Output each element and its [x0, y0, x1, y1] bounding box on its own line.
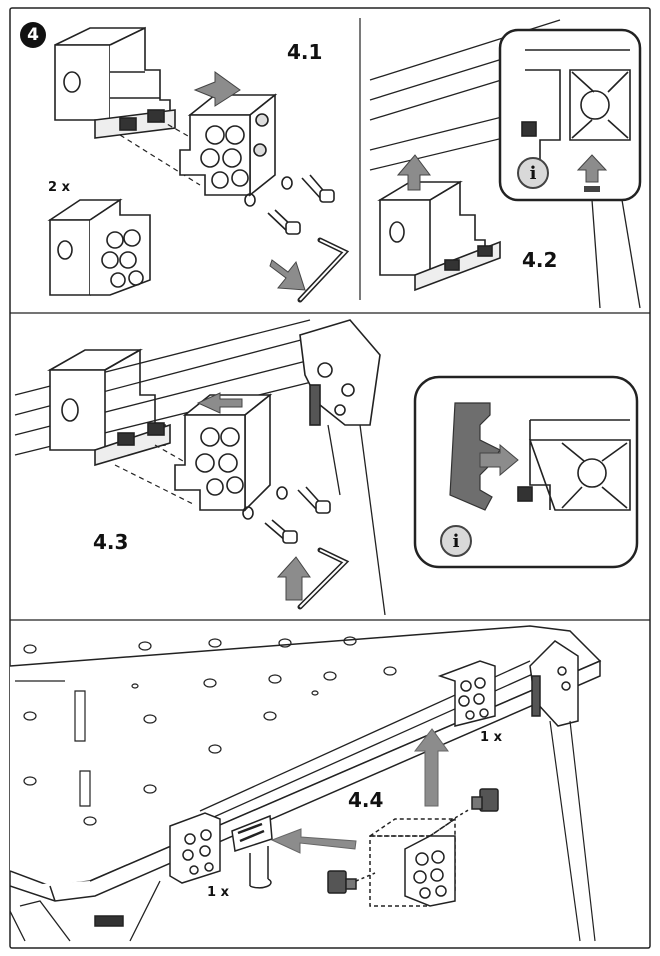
- arrow-4-2-detail: [576, 154, 608, 183]
- plug-right: [471, 788, 499, 812]
- info-icon-4-2: i: [517, 157, 549, 189]
- label-4-1: 4.1: [287, 40, 323, 64]
- step-number-badge: 4: [20, 22, 46, 48]
- qty-2x-label: 2 x: [48, 180, 70, 195]
- rail-profile-4-2: [377, 180, 501, 292]
- label-4-4: 4.4: [348, 788, 384, 812]
- qty-1x-top-label: 1 x: [480, 730, 502, 745]
- qty-1x-bottom-label: 1 x: [207, 885, 229, 900]
- arrow-4-4-left: [270, 828, 357, 854]
- panel-4-3-drawing: [14, 319, 639, 615]
- mounted-block-top: [437, 660, 496, 727]
- table-leg-right: [529, 640, 596, 942]
- table-holes: [15, 636, 397, 826]
- rail-profile: [54, 26, 176, 139]
- brand-plate: [94, 915, 124, 927]
- panel-4-4-drawing: [10, 625, 602, 942]
- panel-4-2-drawing: [369, 19, 642, 309]
- leg-hinge-4-3: [299, 319, 386, 615]
- plug-left: [327, 870, 357, 894]
- screw-set: [244, 174, 335, 235]
- screw-set-4-3: [242, 486, 331, 544]
- rail-lines-4-3: [14, 319, 341, 456]
- arrow-4-1-down: [269, 259, 306, 291]
- mounted-block-bottom: [169, 812, 221, 884]
- leg-clamp: [231, 814, 273, 889]
- assembled-block: [47, 198, 151, 296]
- rail-profile-4-3: [46, 348, 171, 467]
- exploded-block-solid: [404, 835, 456, 907]
- panel-4-1-drawing: [47, 26, 350, 303]
- connector-block-4-3: [174, 393, 273, 512]
- arrow-4-3-up: [276, 556, 311, 601]
- label-4-2: 4.2: [522, 248, 558, 272]
- table-leg-left: [10, 880, 161, 942]
- arrow-4-1-top: [193, 71, 241, 107]
- arrow-4-3-detail: [479, 443, 519, 477]
- rail-lines: [369, 19, 621, 171]
- table-top: [10, 625, 602, 887]
- arrow-4-3-top: [196, 392, 243, 414]
- label-4-3: 4.3: [93, 530, 129, 554]
- arrow-4-2-up: [396, 154, 431, 191]
- connector-block: [179, 93, 278, 197]
- info-icon-4-3: i: [440, 525, 472, 557]
- arrow-4-4-up: [413, 728, 449, 807]
